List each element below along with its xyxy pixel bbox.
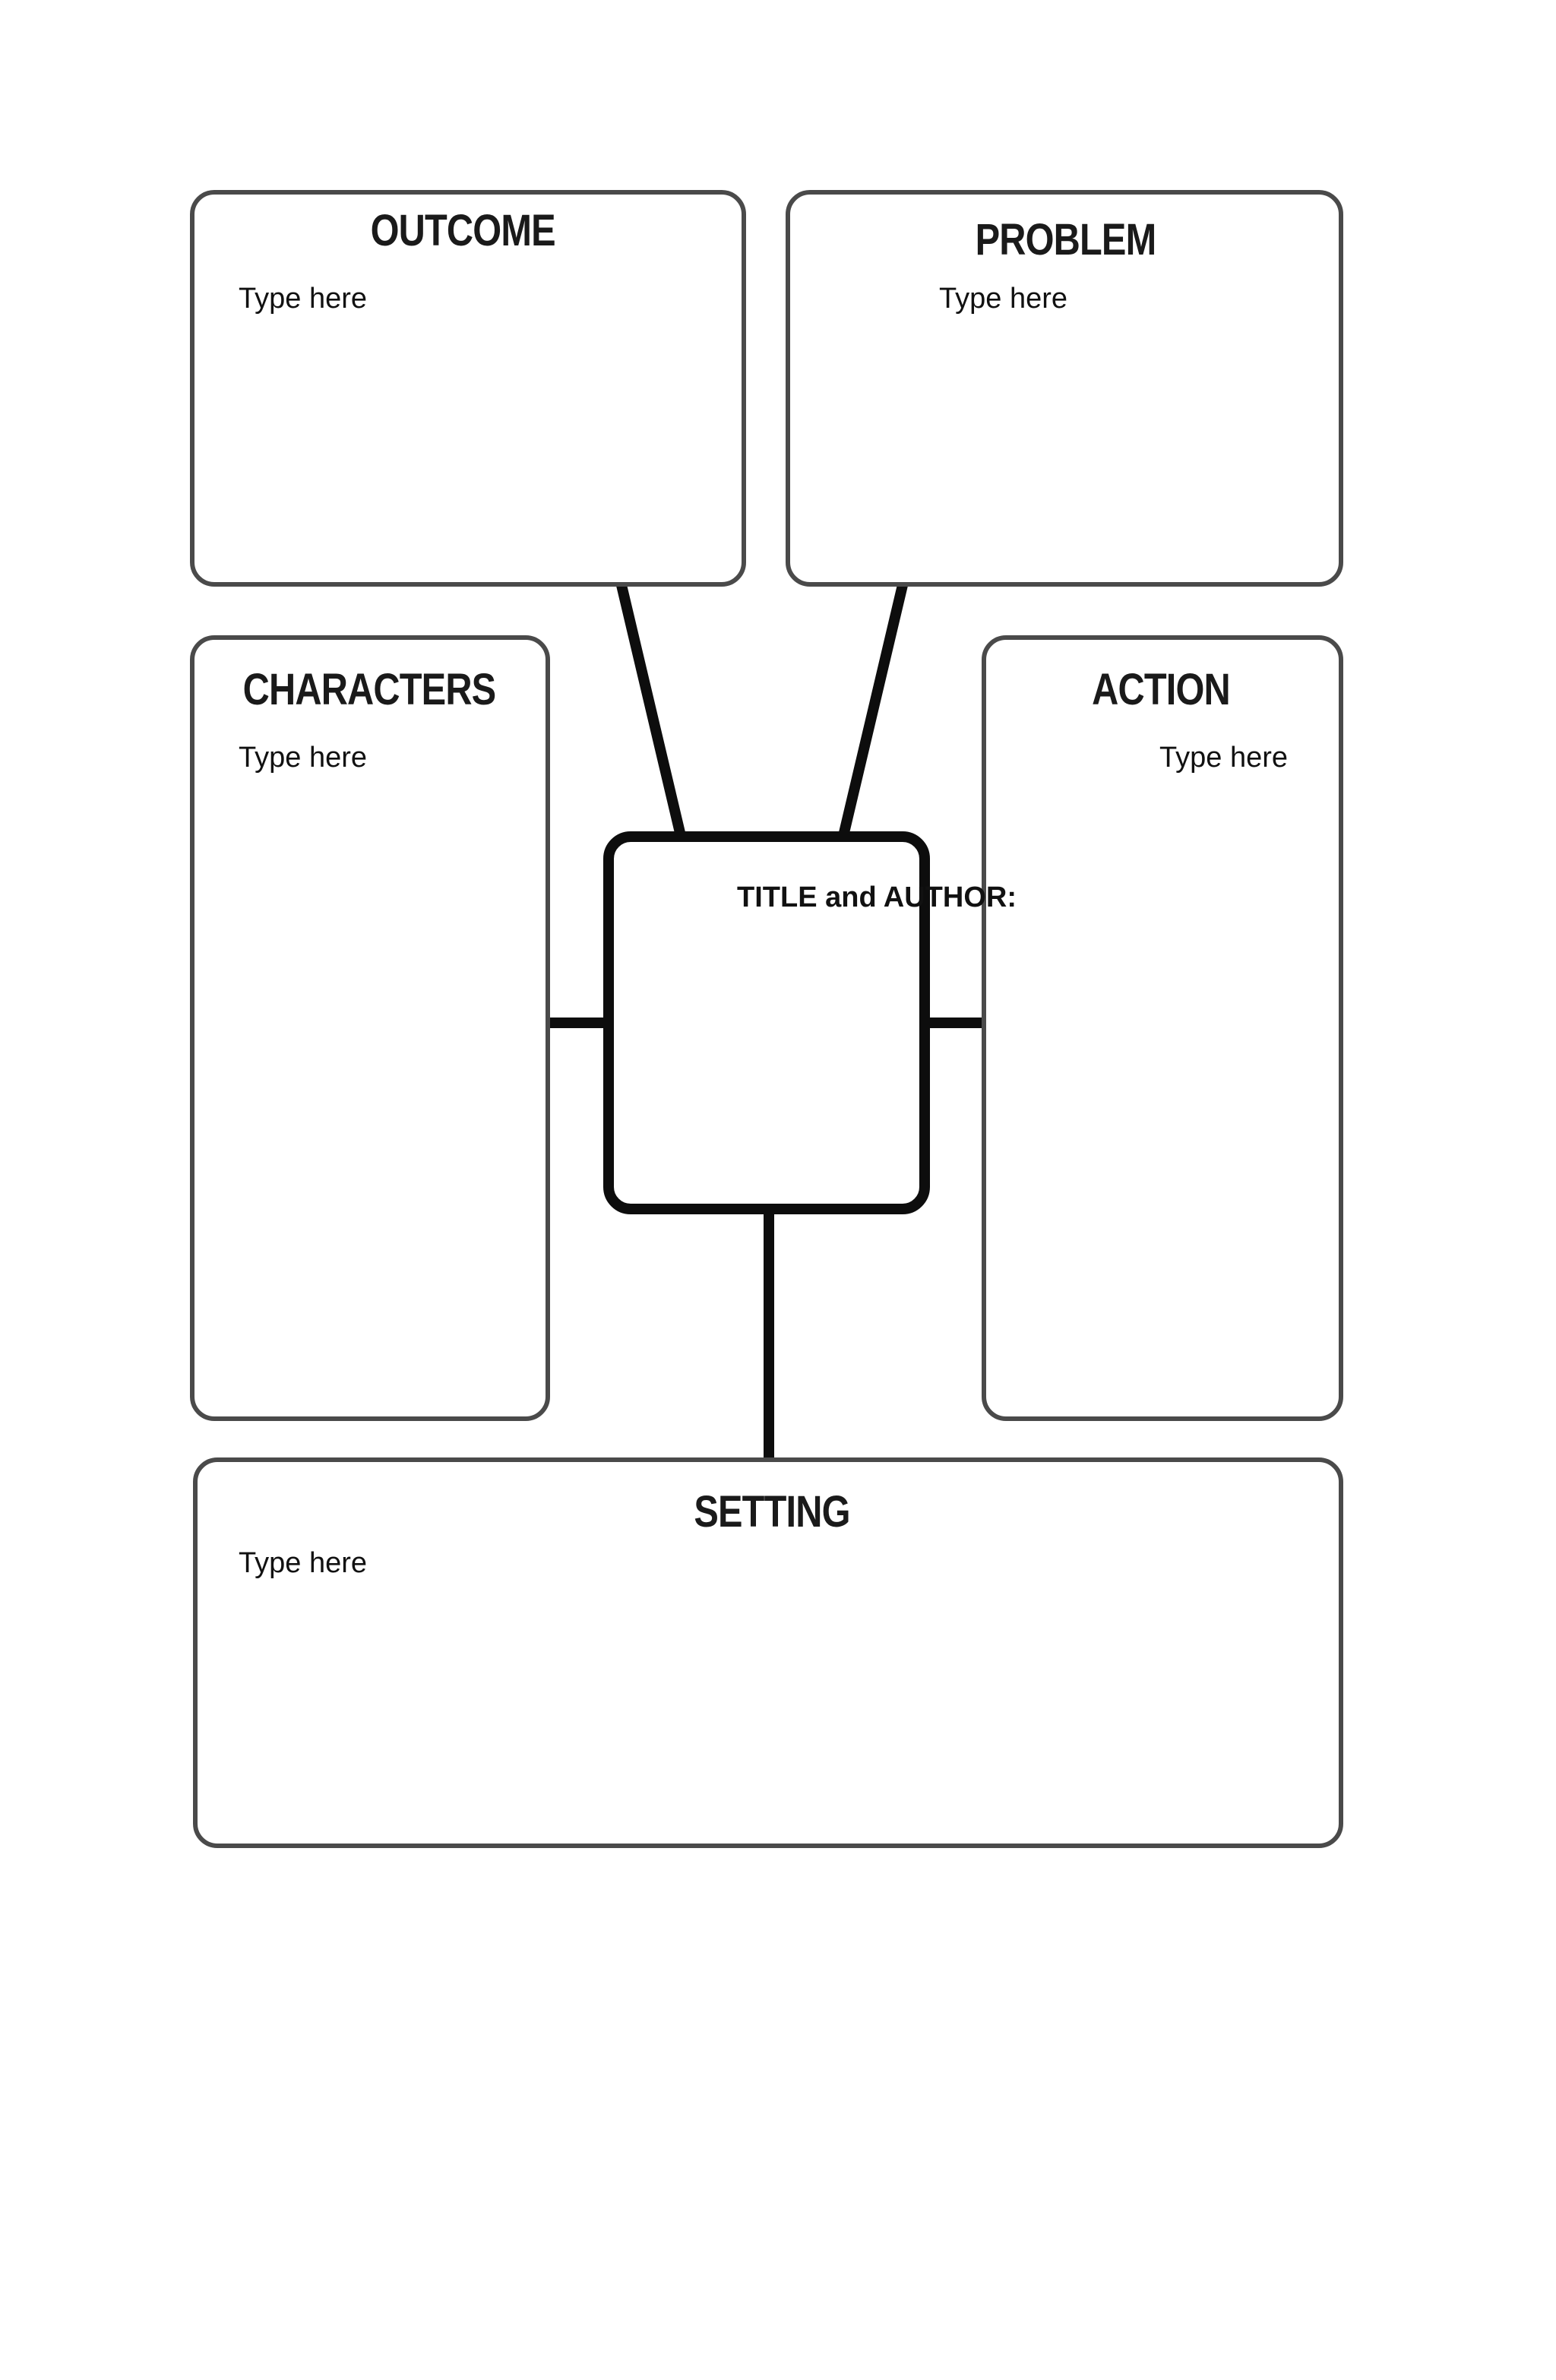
action-heading: ACTION xyxy=(1092,665,1231,714)
outcome-heading: OUTCOME xyxy=(370,206,556,255)
outcome-box xyxy=(190,190,746,587)
action-box xyxy=(982,635,1343,1421)
setting-box xyxy=(193,1457,1343,1848)
problem-heading: PROBLEM xyxy=(975,215,1157,264)
characters-box xyxy=(190,635,550,1421)
title-author-box xyxy=(603,831,930,1214)
characters-input[interactable]: Type here xyxy=(239,742,367,774)
outcome-input[interactable]: Type here xyxy=(239,283,367,315)
setting-heading: SETTING xyxy=(694,1487,850,1537)
title-author-label: TITLE and AUTHOR: xyxy=(737,881,1017,913)
connector-outcome xyxy=(616,584,686,837)
connector-problem xyxy=(838,584,908,837)
setting-input[interactable]: Type here xyxy=(239,1547,367,1579)
action-input[interactable]: Type here xyxy=(1159,742,1288,774)
problem-box xyxy=(786,190,1343,587)
problem-input[interactable]: Type here xyxy=(939,283,1067,315)
characters-heading: CHARACTERS xyxy=(242,665,496,714)
